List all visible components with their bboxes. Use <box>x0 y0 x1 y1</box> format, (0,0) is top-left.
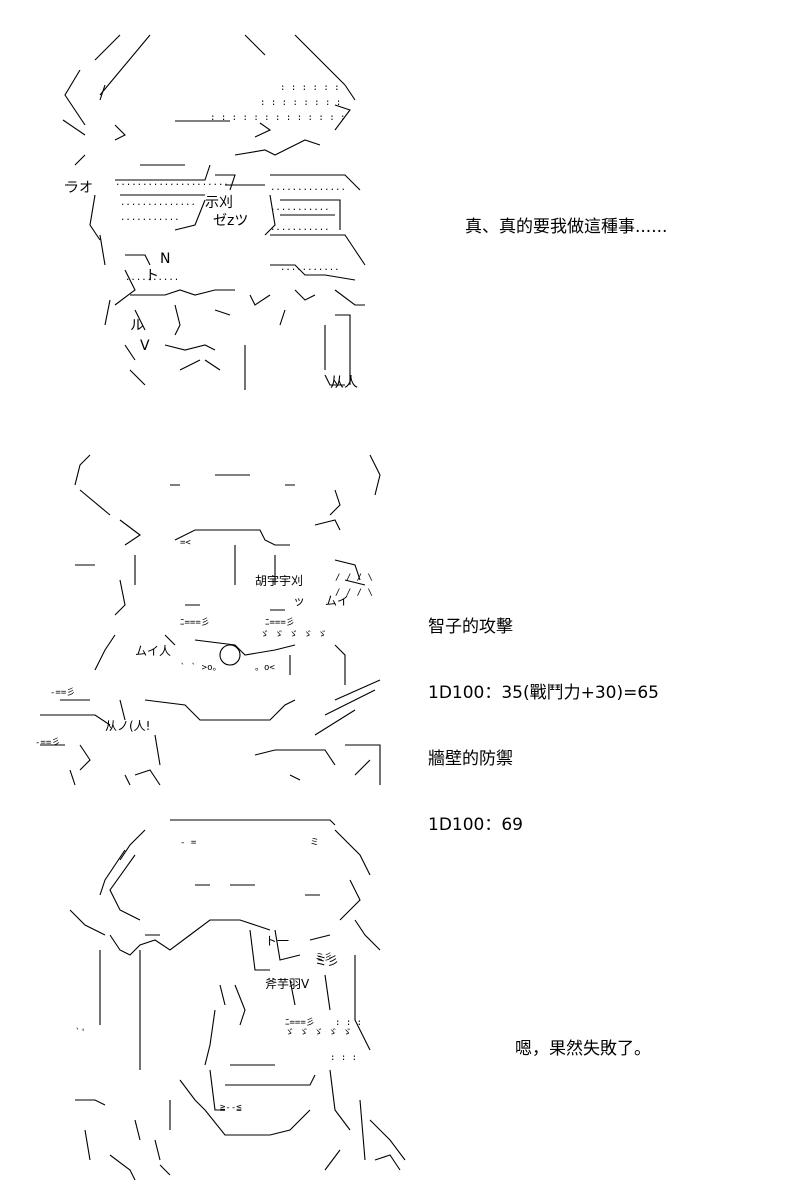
art3-fragment-7: : : : <box>330 1053 357 1063</box>
art3-label-b: 斧芋羽V <box>265 977 310 991</box>
art2-fragment-9: / / / \ <box>335 573 373 583</box>
art3-fragment-4: ゞ ゞ ゞ ゞ ゞ <box>285 1028 352 1038</box>
art-fragment-11: .......... <box>125 273 179 283</box>
art2-fragment-6: 。o< <box>255 663 275 673</box>
art3-fragment-6: : : : <box>335 1018 362 1028</box>
art2-fragment-4: ゞ ゞ ゞ ゞ ゞ <box>260 630 327 640</box>
art3-fragment-3: ﾆ===彡 <box>285 1017 315 1028</box>
caption-2-line-1: 智子的攻擊 <box>428 617 513 637</box>
art-fragment-5: ........... <box>270 203 330 213</box>
art2-label-c: ムイ <box>325 594 349 608</box>
caption-2-line-3: 牆壁的防禦 <box>428 749 513 769</box>
art-fragment-7: : : : : : : <box>280 83 340 93</box>
caption-2-line-2: 1D100：35(戰鬥力+30)=65 <box>428 683 660 703</box>
ascii-art-character-2: =< ﾆ===彡 ﾆ===彡 ゞ ゞ ゞ ゞ ゞ ` ` >o。 。o< -==… <box>35 445 390 790</box>
art3-fragment-2: ミ <box>310 838 319 848</box>
art-label-jujin: 从人 <box>330 375 358 391</box>
art-fragment-8: : : : : : : : : <box>260 98 341 108</box>
art2-fragment-8: -==彡 <box>35 737 60 748</box>
art-label-sezutsu: ゼzツ <box>213 213 248 229</box>
art2-fragment-1: =< <box>180 538 191 548</box>
art2-label-e: 从ノ(人! <box>105 719 151 733</box>
art-fragment-9: : : : : : : : : : : : : : <box>210 113 345 123</box>
art-label-v: V <box>140 338 150 354</box>
art2-label-d: ムイ人 <box>135 644 171 658</box>
panel-2: =< ﾆ===彡 ﾆ===彡 ゞ ゞ ゞ ゞ ゞ ` ` >o。 。o< -==… <box>0 430 800 835</box>
art-label-n: N <box>160 251 170 267</box>
art-label-ru: ル <box>130 318 144 334</box>
art-fragment-10: ........... <box>280 263 340 273</box>
art3-fragment-8: ミ彡 <box>315 952 333 963</box>
panel-1: ..................... .............. ...… <box>0 0 800 410</box>
art-fragment-6: ........... <box>270 223 330 233</box>
art2-fragment-10: / / / \ <box>335 588 373 598</box>
ascii-art-drawing-1: ..................... .............. ...… <box>62 34 366 391</box>
ascii-art-character-3: - = ミ ﾆ===彡 ゞ ゞ ゞ ゞ ゞ ≧--≦ : : : : : : ミ… <box>60 810 415 1190</box>
art2-label-a: 胡宇宇刈 <box>255 574 303 588</box>
art-fragment-1: ..................... <box>115 178 229 188</box>
art3-label-a: ト一 <box>265 934 289 948</box>
art2-fragment-7: -==彡 <box>50 687 75 698</box>
caption-3-line: 嗯，果然失敗了。 <box>515 1039 651 1059</box>
art-label-to: ト <box>145 268 159 284</box>
art-label-shigari: 示刈 <box>205 195 233 211</box>
art3-fragment-9: `' <box>75 1027 86 1038</box>
art-fragment-3: ........... <box>120 213 180 223</box>
caption-1-line: 真、真的要我做這種事...... <box>465 217 668 237</box>
art-fragment-2: .............. <box>120 198 196 208</box>
art-label-rao: ラオ <box>65 180 93 196</box>
ascii-art-drawing-2: =< ﾆ===彡 ﾆ===彡 ゞ ゞ ゞ ゞ ゞ ` ` >o。 。o< -==… <box>35 454 381 786</box>
ascii-art-drawing-3: - = ミ ﾆ===彡 ゞ ゞ ゞ ゞ ゞ ≧--≦ : : : : : : ミ… <box>69 819 406 1181</box>
art3-fragment-5: ≧--≦ <box>220 1103 242 1113</box>
caption-2-line-4: 1D100：69 <box>428 815 523 835</box>
ascii-art-character-1: ..................... .............. ...… <box>55 25 385 400</box>
art2-fragment-5: ` ` >o。 <box>180 662 222 673</box>
art3-label-c: ミ彡 <box>315 954 339 968</box>
panel-3: - = ミ ﾆ===彡 ゞ ゞ ゞ ゞ ゞ ≧--≦ : : : : : : ミ… <box>0 800 800 1200</box>
art2-fragment-3: ﾆ===彡 <box>265 617 295 628</box>
art2-fragment-2: ﾆ===彡 <box>180 617 210 628</box>
art2-label-b: ッ <box>293 594 305 608</box>
art3-fragment-1: - = <box>180 838 197 848</box>
caption-2: 智子的攻擊 1D100：35(戰鬥力+30)=65 牆壁的防禦 1D100：69 <box>428 572 659 880</box>
caption-1: 真、真的要我做這種事...... <box>465 172 667 282</box>
caption-3: 嗯，果然失敗了。 <box>515 994 651 1104</box>
art-fragment-4: .............. <box>270 183 346 193</box>
